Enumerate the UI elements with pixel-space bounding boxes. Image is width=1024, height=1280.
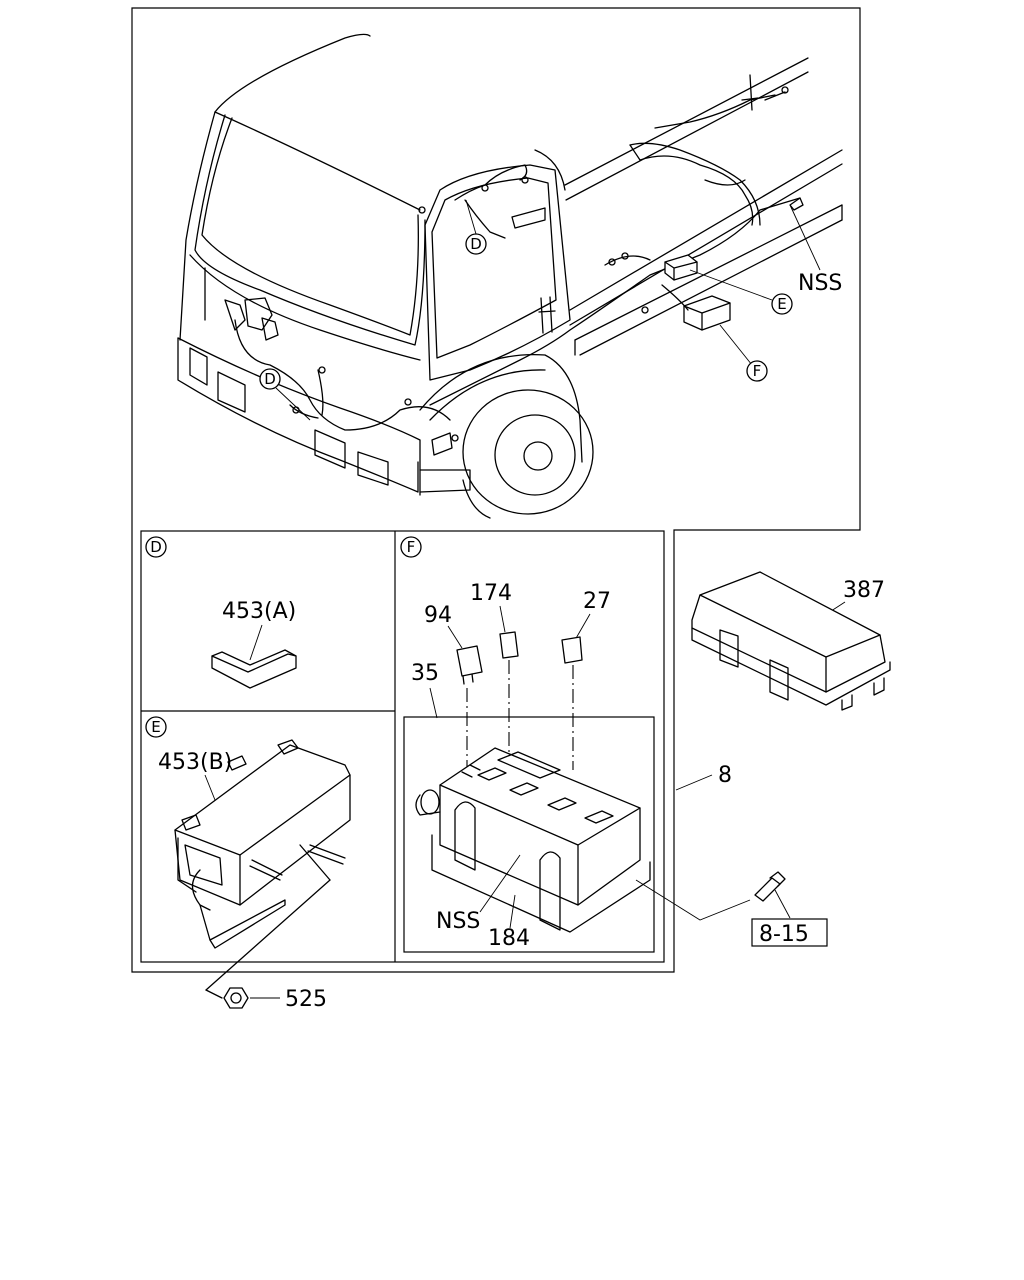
main-frame — [131, 7, 861, 973]
part-525-label: 525 — [285, 987, 327, 1012]
part-387-label: 387 — [843, 578, 885, 603]
panel-d: D 453(A) — [145, 536, 297, 689]
fuse-174-shape — [499, 631, 519, 659]
callout-d-top-letter: D — [470, 235, 482, 253]
part-8-label: 8 — [718, 763, 732, 788]
panel-f-letter: F — [407, 538, 416, 556]
callout-d-left-letter: D — [264, 370, 276, 388]
bolt-8-15: 8-15 — [751, 871, 828, 947]
callout-d-left: D — [259, 368, 311, 421]
part-8-15-box — [751, 918, 828, 947]
bracket-453b-shape — [174, 739, 351, 999]
panel-d-part-label: 453(A) — [222, 599, 296, 624]
part-27-label: 27 — [583, 589, 611, 614]
part-35-label: 35 — [411, 661, 439, 686]
panel-e-part-label: 453(B) — [158, 750, 232, 775]
part-94-label: 94 — [424, 603, 452, 628]
callout-f-main-letter: F — [753, 362, 762, 380]
part-nss-label: NSS — [436, 909, 480, 934]
callout-nss-top-label: NSS — [798, 271, 842, 296]
nut-525: 525 — [223, 987, 327, 1012]
part-184-label: 184 — [488, 926, 530, 951]
callout-nss-top: NSS — [789, 204, 842, 296]
truck-illustration — [177, 33, 843, 519]
callout-e-main-letter: E — [777, 295, 786, 313]
leader-8: 8 — [675, 763, 732, 791]
part-174-label: 174 — [470, 581, 512, 606]
callout-e-main: E — [689, 269, 793, 315]
callout-f-main: F — [719, 324, 768, 382]
wiring-harness — [224, 74, 804, 456]
panel-f: F 94 174 27 35 — [400, 536, 751, 951]
callout-d-top: D — [465, 199, 487, 255]
panel-d-letter: D — [150, 538, 162, 556]
panel-e-letter: E — [151, 718, 160, 736]
fuse-box-184-shape — [415, 747, 651, 933]
panel-e: E 453(B) — [145, 716, 351, 999]
fuse-27-shape — [561, 636, 583, 664]
part-8-15-label: 8-15 — [759, 922, 809, 947]
relay-94-shape — [456, 645, 483, 677]
clip-453a-shape — [211, 653, 297, 689]
cover-387: 387 — [691, 571, 891, 711]
